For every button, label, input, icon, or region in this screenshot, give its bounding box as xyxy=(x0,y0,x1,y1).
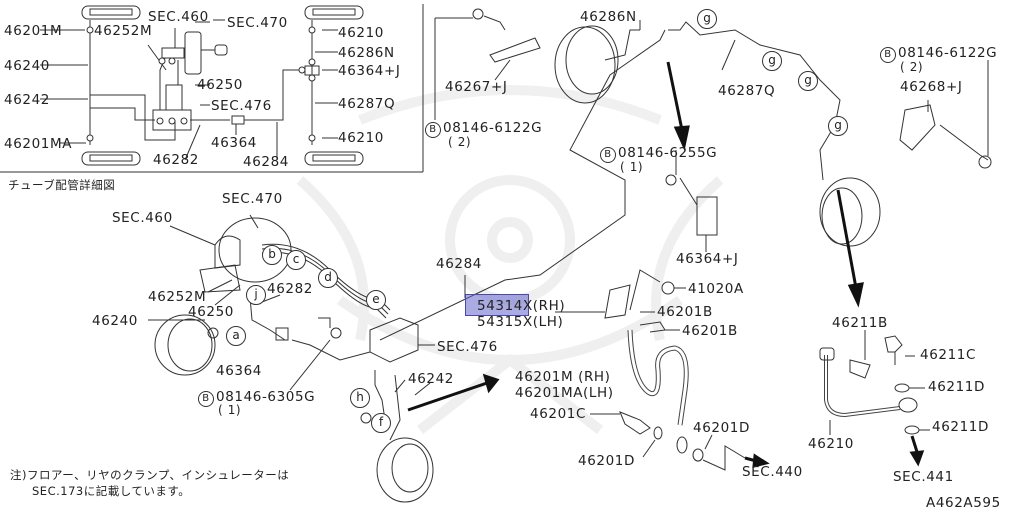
label-46364J: 46364+J xyxy=(676,251,739,267)
label-46252M: 46252M xyxy=(148,289,207,305)
label-46201D-left: 46201D xyxy=(578,453,635,469)
part-54314-suffix: X(RH) xyxy=(522,298,566,314)
label-bolt-6122G-right-qty: ( 2) xyxy=(900,60,924,74)
callout-a: a xyxy=(226,326,246,346)
callout-d: d xyxy=(318,268,338,288)
inset-label-46286N: 46286N xyxy=(338,45,395,61)
label-sec476: SEC.476 xyxy=(437,339,498,355)
callout-b: b xyxy=(262,245,282,265)
inset-caption: チューブ配管詳細図 xyxy=(8,178,116,192)
callout-e: e xyxy=(366,290,386,310)
b-mark-icon: B xyxy=(600,147,616,163)
label-sec440: SEC.440 xyxy=(742,464,803,480)
callout-f: f xyxy=(371,413,391,433)
callout-g-4: g xyxy=(828,116,848,136)
callout-g-2: g xyxy=(762,51,782,71)
label-46201B-bottom: 46201B xyxy=(682,323,738,339)
inset-label-46250: 46250 xyxy=(197,77,243,93)
label-46242: 46242 xyxy=(408,371,454,387)
inset-label-46240: 46240 xyxy=(4,58,50,74)
label-54315X: 54315X(LH) xyxy=(477,314,564,330)
inset-label-46201M: 46201M xyxy=(4,23,63,39)
label-46287Q: 46287Q xyxy=(718,83,776,99)
callout-j: j xyxy=(246,285,266,305)
inset-label-46282: 46282 xyxy=(153,152,199,168)
b-mark-icon: B xyxy=(425,122,441,138)
part-54314[interactable]: 54314 xyxy=(477,298,523,314)
callout-c: c xyxy=(286,250,306,270)
inset-label-46287Q: 46287Q xyxy=(338,96,396,112)
inset-label-46284: 46284 xyxy=(243,154,289,170)
label-bolt-6305G-qty: ( 1) xyxy=(218,403,242,417)
label-sec460: SEC.460 xyxy=(112,210,173,226)
b-mark-icon: B xyxy=(880,47,896,63)
inset-label-46210-top: 46210 xyxy=(338,25,384,41)
label-46284: 46284 xyxy=(436,256,482,272)
label-46267J: 46267+J xyxy=(445,79,508,95)
label-46201MA-LH: 46201MA(LH) xyxy=(515,385,614,401)
inset-label-46242: 46242 xyxy=(4,92,50,108)
label-46211C: 46211C xyxy=(920,347,976,363)
inset-label-sec460: SEC.460 xyxy=(148,9,209,25)
inset-label-46201MA: 46201MA xyxy=(4,136,73,152)
label-41020A: 41020A xyxy=(688,281,744,297)
label-bolt-6122G-left-qty: ( 2) xyxy=(448,135,472,149)
callout-g-1: g xyxy=(697,9,717,29)
label-46201M-RH: 46201M (RH) xyxy=(515,369,611,385)
inset-label-46364J: 46364+J xyxy=(338,63,401,79)
label-46211D-top: 46211D xyxy=(928,379,985,395)
label-46282: 46282 xyxy=(267,281,313,297)
label-46211D-bottom: 46211D xyxy=(932,419,989,435)
label-46364: 46364 xyxy=(216,363,262,379)
inset-label-sec470: SEC.470 xyxy=(227,15,288,31)
label-46201C: 46201C xyxy=(530,406,586,422)
label-46250: 46250 xyxy=(188,304,234,320)
label-54314[interactable]: 54314X(RH) xyxy=(477,299,565,313)
label-46201D-right: 46201D xyxy=(693,420,750,436)
label-bolt-6255G-qty: ( 1) xyxy=(620,160,644,174)
inset-label-46210-bottom: 46210 xyxy=(338,130,384,146)
figure-code: A462A595 xyxy=(926,495,1001,511)
label-sec470: SEC.470 xyxy=(222,191,283,207)
label-sec441: SEC.441 xyxy=(893,469,954,485)
label-46286N: 46286N xyxy=(580,9,637,25)
label-46201B-top: 46201B xyxy=(657,304,713,320)
label-46211B: 46211B xyxy=(832,315,888,331)
b-mark-icon: B xyxy=(198,391,214,407)
callout-g-3: g xyxy=(798,71,818,91)
inset-label-sec476: SEC.476 xyxy=(211,98,272,114)
selected-part-highlight[interactable] xyxy=(465,294,529,316)
label-46268J: 46268+J xyxy=(900,79,963,95)
callout-h: h xyxy=(350,388,370,408)
label-46210: 46210 xyxy=(808,436,854,452)
note-line-2: SEC.173に記載しています。 xyxy=(32,484,191,498)
label-46240: 46240 xyxy=(92,313,138,329)
inset-label-46364: 46364 xyxy=(211,135,257,151)
inset-label-46252M: 46252M xyxy=(94,23,153,39)
note-line-1: 注)フロアー、リヤのクランプ、インシュレーターは xyxy=(10,468,290,482)
